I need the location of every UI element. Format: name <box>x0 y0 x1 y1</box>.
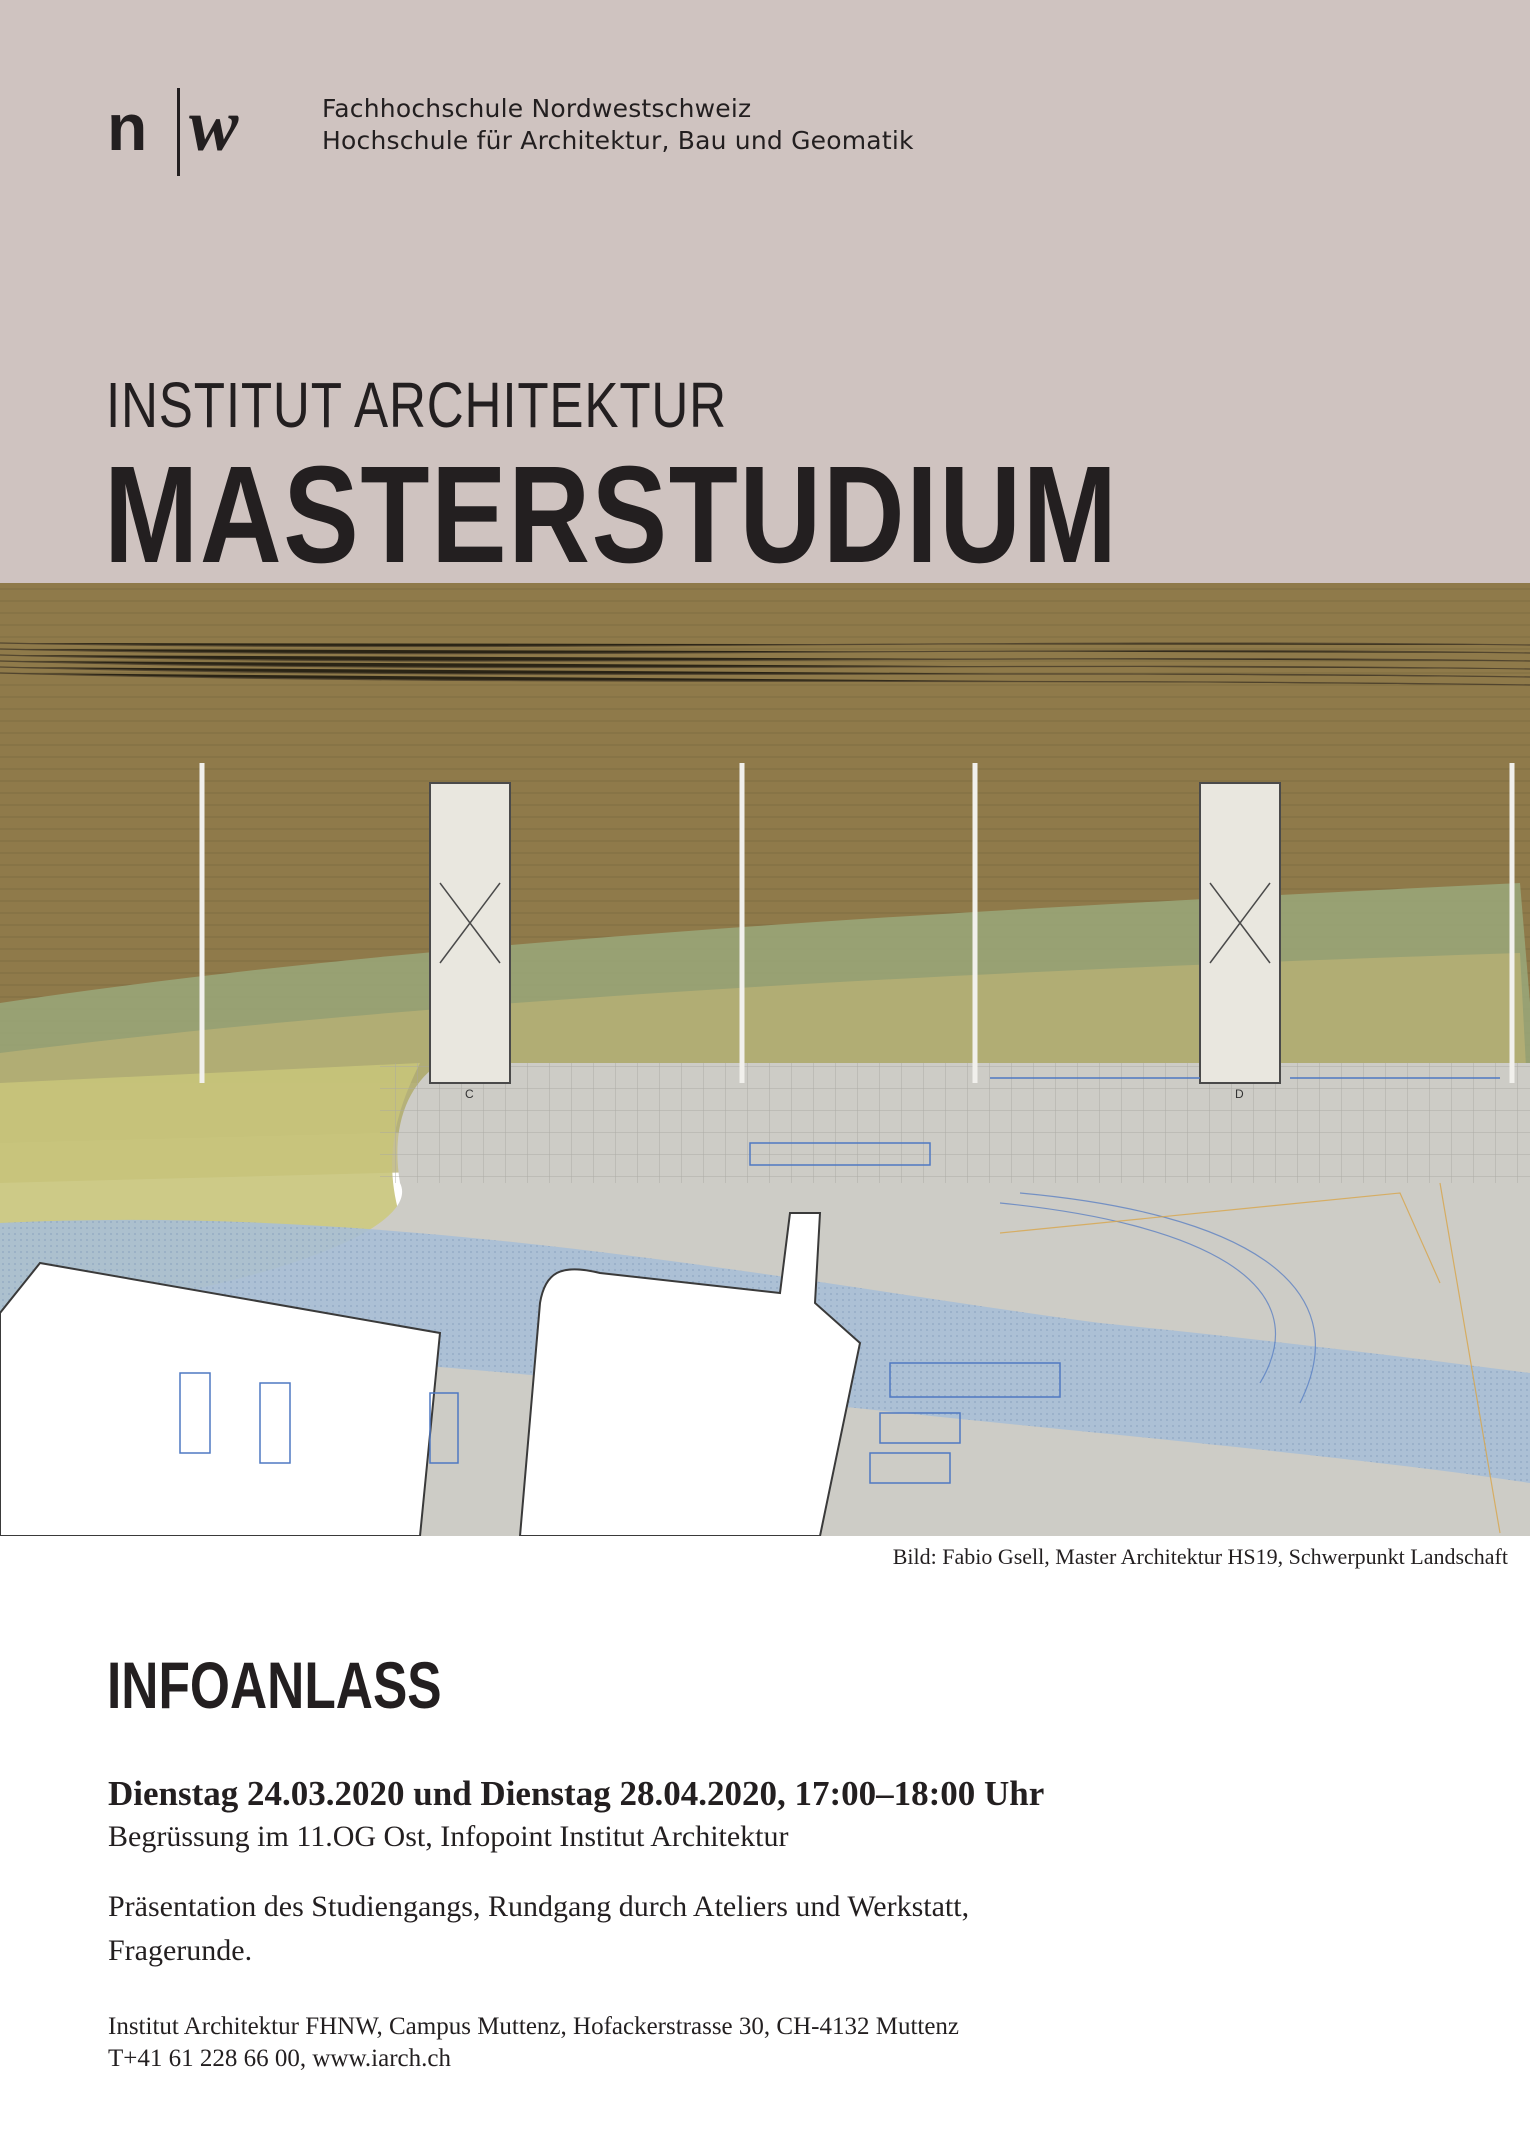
header-panel <box>0 0 1530 583</box>
core-label-c: C <box>465 1087 474 1101</box>
event-date: Dienstag 24.03.2020 und Dienstag 28.04.2… <box>108 1774 1045 1813</box>
org-name: Fachhochschule Nordwestschweiz <box>322 94 752 123</box>
program-title: MASTERSTUDIUM <box>104 438 1119 592</box>
core-label-d: D <box>1235 1087 1244 1101</box>
event-presentation-line2: Fragerunde. <box>108 1934 253 1967</box>
site-plan-image: C D <box>0 583 1530 1536</box>
contact-phone-web: T+41 61 228 66 00, www.iarch.ch <box>108 2045 451 2072</box>
svg-text:w: w <box>189 88 239 167</box>
event-welcome: Begrüssung im 11.OG Ost, Infopoint Insti… <box>108 1820 789 1853</box>
event-heading: INFOANLASS <box>107 1648 442 1722</box>
institute-title: INSTITUT ARCHITEKTUR <box>106 369 727 441</box>
svg-text:n: n <box>107 90 147 164</box>
contact-address: Institut Architektur FHNW, Campus Mutten… <box>108 2013 960 2040</box>
event-presentation-line1: Präsentation des Studiengangs, Rundgang … <box>108 1890 970 1923</box>
school-name: Hochschule für Architektur, Bau und Geom… <box>322 126 914 155</box>
image-credit: Bild: Fabio Gsell, Master Architektur HS… <box>892 1544 1508 1569</box>
fhnw-logo-mark: n w <box>107 88 239 176</box>
